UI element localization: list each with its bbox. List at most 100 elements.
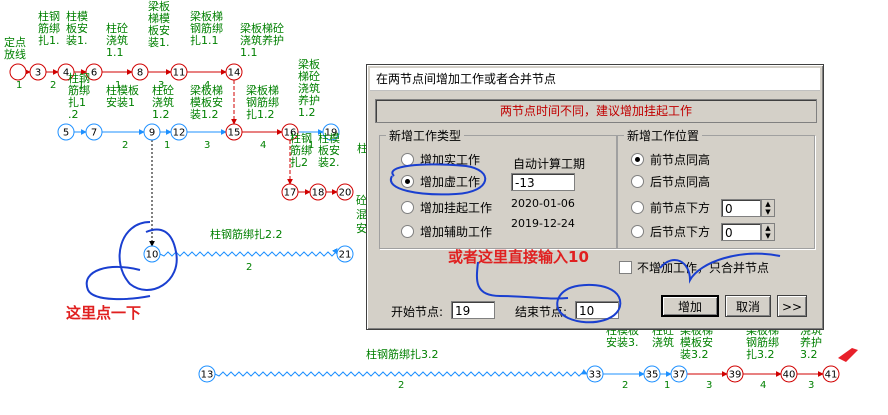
radio-back-same-height[interactable]: 后节点同高 (631, 173, 710, 191)
svg-text:33: 33 (589, 370, 602, 381)
work-label: 柱钢筋绑扎1.2 (68, 71, 90, 121)
node-n5[interactable]: 5 (57, 123, 75, 141)
node-n20[interactable]: 20 (336, 183, 354, 201)
node-n41[interactable]: 41 (822, 365, 840, 383)
node-n8[interactable]: 8 (131, 63, 149, 81)
svg-text:4: 4 (63, 68, 69, 79)
add-button[interactable]: 增加 (661, 295, 719, 317)
svg-text:19: 19 (325, 128, 338, 139)
work-label: 梁板梯模板安装1.2 (190, 83, 223, 121)
node-n39[interactable]: 39 (726, 365, 744, 383)
duration-label: 3 (706, 380, 712, 391)
node-n21[interactable]: 21 (336, 245, 354, 263)
svg-text:3: 3 (35, 68, 41, 79)
edge-n13-n33[interactable] (214, 368, 588, 377)
node-n18[interactable]: 18 (309, 183, 327, 201)
front-below-spinner[interactable]: ▲▼ (761, 199, 775, 217)
svg-text:14: 14 (228, 68, 241, 79)
date-label-1: 2020-01-06 (511, 197, 575, 210)
node-n6[interactable]: 6 (85, 63, 103, 81)
duration-label: 2 (246, 262, 252, 273)
node-n15[interactable]: 15 (225, 123, 243, 141)
work-position-group: 新增工作位置 (617, 127, 815, 249)
svg-text:41: 41 (825, 370, 838, 381)
radio-circle (631, 225, 644, 238)
svg-text:9: 9 (149, 128, 155, 139)
radio-circle-selected (401, 175, 414, 188)
work-label: 安 (356, 221, 367, 235)
spin-up-icon: ▲ (765, 200, 771, 208)
svg-text:7: 7 (91, 128, 97, 139)
back-below-spin-input[interactable]: 0 (721, 223, 761, 241)
node-n14[interactable]: 14 (225, 63, 243, 81)
svg-text:16: 16 (284, 128, 297, 139)
back-below-spinner[interactable]: ▲▼ (761, 223, 775, 241)
node-n11[interactable]: 11 (170, 63, 188, 81)
merge-only-checkbox[interactable]: 不增加工作，只合并节点 (619, 259, 769, 277)
duration-input[interactable]: -13 (511, 173, 575, 191)
end-node-input[interactable]: 10 (575, 301, 619, 319)
svg-text:21: 21 (339, 250, 352, 261)
node-n33[interactable]: 33 (586, 365, 604, 383)
node-n9[interactable]: 9 (143, 123, 161, 141)
radio-front-same-height[interactable]: 前节点同高 (631, 151, 710, 169)
radio-back-below[interactable]: 后节点下方 (631, 223, 710, 241)
svg-text:8: 8 (137, 68, 143, 79)
radio-add-dummy-work[interactable]: 增加虚工作 (401, 173, 480, 191)
work-label: 柱钢筋绑扎2.2 (210, 227, 283, 241)
work-label: 梁板梯钢筋绑扎1.2 (246, 83, 279, 121)
svg-text:11: 11 (173, 68, 186, 79)
svg-text:10: 10 (146, 250, 159, 261)
work-label: 柱钢筋绑扎2 (290, 131, 312, 169)
radio-add-hang-work[interactable]: 增加挂起工作 (401, 199, 492, 217)
edge-n10-n21[interactable] (159, 247, 338, 257)
work-type-group: 新增工作类型 (379, 127, 617, 249)
radio-front-below[interactable]: 前节点下方 (631, 199, 710, 217)
node-n19[interactable]: 19 (322, 123, 340, 141)
radio-add-aux-work[interactable]: 增加辅助工作 (401, 223, 492, 241)
svg-text:17: 17 (284, 188, 297, 199)
node-n16[interactable]: 16 (281, 123, 299, 141)
node-n17[interactable]: 17 (281, 183, 299, 201)
cancel-button[interactable]: 取消 (725, 295, 771, 317)
node-n37[interactable]: 37 (670, 365, 688, 383)
svg-text:12: 12 (173, 128, 186, 139)
node-n3[interactable]: 3 (29, 63, 47, 81)
work-label: 柱模板安装1. (66, 9, 88, 47)
node-n7[interactable]: 7 (85, 123, 103, 141)
node-n12[interactable]: 12 (170, 123, 188, 141)
duration-label: 2 (50, 80, 56, 91)
work-label: 梁板梯钢筋绑扎1.1 (190, 9, 223, 47)
end-node-label: 结束节点: (515, 305, 568, 319)
auto-calc-label: 自动计算工期 (513, 157, 586, 171)
spin-up-icon: ▲ (765, 224, 771, 232)
duration-label: 2 (622, 380, 628, 391)
node-n35[interactable]: 35 (643, 365, 661, 383)
work-position-legend: 新增工作位置 (627, 129, 700, 143)
node-n13[interactable]: 13 (198, 365, 216, 383)
svg-text:18: 18 (312, 188, 325, 199)
front-below-spin-input[interactable]: 0 (721, 199, 761, 217)
node-n1[interactable] (9, 63, 27, 81)
more-button[interactable]: >> (777, 295, 807, 317)
start-node-input[interactable]: 19 (451, 301, 495, 319)
radio-add-real-work[interactable]: 增加实工作 (401, 151, 480, 169)
svg-text:13: 13 (201, 370, 214, 381)
node-n40[interactable]: 40 (780, 365, 798, 383)
spin-down-icon: ▼ (765, 208, 771, 216)
svg-text:39: 39 (729, 370, 742, 381)
work-label: 柱钢筋绑扎3.2 (366, 347, 439, 361)
duration-label: 2 (122, 140, 128, 151)
duration-label: 2 (398, 380, 404, 391)
node-n10[interactable]: 10 (143, 245, 161, 263)
duration-label: 1 (664, 380, 670, 391)
work-label: 砼 (356, 194, 367, 207)
radio-circle (401, 201, 414, 214)
node-n4[interactable]: 4 (57, 63, 75, 81)
svg-text:20: 20 (339, 188, 352, 199)
